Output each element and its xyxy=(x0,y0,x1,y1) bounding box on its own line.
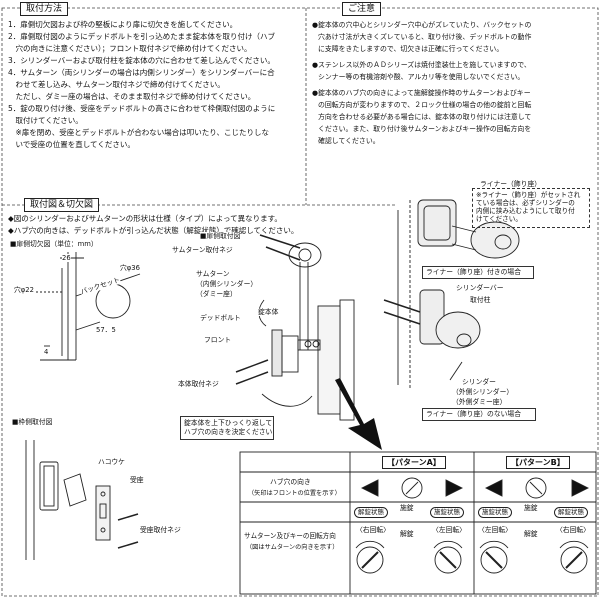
deadbolt-label: デッドボルト xyxy=(200,314,241,322)
outer-cyl-label: （外側シリンダー） xyxy=(452,388,514,396)
pattern-b-title: 【パターンB】 xyxy=(506,456,570,469)
install-step: 2．扉側取付図のようにデッドボルトを引っ込めたまま錠本体を取り付け（ハブ xyxy=(8,32,276,41)
caution-title: ご注意 xyxy=(342,2,382,16)
dim-57-5: 57．5 xyxy=(96,326,116,334)
hakoukuke-label: ハコウケ xyxy=(98,458,125,466)
liner-note-box xyxy=(472,188,590,228)
pattern-a-unlocked-tag: 解錠状態 xyxy=(354,507,388,518)
pattern-b-locked-tag: 施錠状態 xyxy=(478,507,512,518)
install-step: わせて差し込み、サムターン取付ネジで締め付けてください。 xyxy=(8,80,225,89)
strike-label: 受座 xyxy=(130,476,144,484)
caution-line: に支障をきたしますので、切欠きは正確に行ってください。 xyxy=(318,45,504,53)
cyl-bar-label: シリンダーバー xyxy=(456,284,504,292)
pattern-a-title: 【パターンA】 xyxy=(382,456,446,469)
caution-line: シンナー等の有機溶剤や酸、アルカリ等を使用しないでください。 xyxy=(318,73,525,81)
flip-note-line: 錠本体を上下ひっくり返して xyxy=(184,419,273,427)
install-step: 1．扉側切欠図および枠の堅板により扉に切欠きを施してください。 xyxy=(8,20,238,29)
install-step: 4．サムターン（両シリンダーの場合は内側シリンダー）をシリンダーバーに合 xyxy=(8,68,275,77)
lock-body-label: 錠本体 xyxy=(258,308,279,316)
pattern-b-right-turn: 〈右回転〉 xyxy=(556,526,590,534)
dim-26: 26 xyxy=(62,254,71,262)
liner-note-line: ている場合は、必ずシリンダーの xyxy=(476,199,575,207)
strike-screw-label: 受座取付ネジ xyxy=(140,526,181,534)
hub-dir-label: ハブ穴の向き xyxy=(270,478,311,486)
install-step: 取付けてください。 xyxy=(8,116,83,125)
front-label: フロント xyxy=(204,336,232,344)
post-label: 取付柱 xyxy=(470,296,491,304)
install-step: 5．錠の取り付け後、受座をデッドボルトの高さに合わせて枠側取付図のように xyxy=(8,104,276,113)
cutout-title: 取付図＆切欠図 xyxy=(24,198,100,212)
caution-line: ●錠本体のハブ穴の向きによって施解錠操作時のサムターンおよびキー xyxy=(312,89,531,97)
flip-note-line: ハブ穴の向きを決定ください xyxy=(184,428,273,436)
door-install-title: ■扉側取付図 xyxy=(200,232,241,240)
liner-note-line: けてください。 xyxy=(476,215,522,223)
door-cut-title: ■扉側切欠図（単位：mm） xyxy=(10,240,98,248)
with-liner-box xyxy=(422,266,534,279)
caution-line: ください。また、取り付け後サムターンおよびキー操作の回転方向を xyxy=(318,125,532,133)
rotation-title: サムターン及びキーの回転方向 xyxy=(244,532,336,540)
caution-line: ●錠本体の穴中心とシリンダー穴中心がズレていたり、バックセットの xyxy=(312,21,532,29)
without-liner-label: ライナー（飾り座）のない場合 xyxy=(426,410,522,418)
pattern-table xyxy=(239,451,597,595)
dim-hole22: 穴φ22 xyxy=(14,286,34,294)
pattern-a-lock-label: 施錠 xyxy=(400,504,414,512)
pattern-b-left-turn: 〈左回転〉 xyxy=(478,526,512,534)
caution-line: ●ステンレス以外のＡＤシリーズは焼付塗装仕上を施していますので、 xyxy=(312,61,531,69)
dummy-label: （ダミー座） xyxy=(196,290,237,298)
thumb-screw-label: サムターン取付ネジ xyxy=(172,246,233,254)
dim-4: 4 xyxy=(44,348,49,356)
hub-note-label: （矢印はフロントの位置を示す） xyxy=(248,490,341,498)
caution-line: の回転方向が変わりますので、２ロック仕様の場合の他の錠前と回転 xyxy=(318,101,532,109)
pattern-b-unlock-label: 解錠 xyxy=(524,530,538,538)
liner-note-line: 内側に挟み込むようにして取り付 xyxy=(476,207,575,215)
caution-line: 方向を合わせる必要がある場合には、錠本体の取り付けには注意して xyxy=(318,113,532,121)
dim-hole36: 穴φ36 xyxy=(120,264,140,272)
pattern-b-unlocked-tag: 解錠状態 xyxy=(554,507,588,518)
liner-drawing xyxy=(383,199,520,390)
pattern-a-right-turn: 〈右回転〉 xyxy=(356,526,390,534)
install-step: ただし、ダミー座の場合は、そのまま取付ネジで締め付けてください。 xyxy=(8,92,256,101)
liner-tag: ライナー（飾り座） xyxy=(480,180,542,188)
pattern-b-lock-label: 施錠 xyxy=(524,504,538,512)
liner-note-line: ※ライナー（飾り座）がセットされ xyxy=(476,191,581,199)
cutout-note: ◆ハブ穴の向きは、デッドボルトが引っ込んだ状態（解錠状態）で確認してください。 xyxy=(8,226,299,235)
pattern-a-locked-tag: 施錠状態 xyxy=(430,507,464,518)
rotation-note: （図はサムターンの向きを示す） xyxy=(246,544,339,552)
install-title: 取付方法 xyxy=(20,2,69,16)
flip-note-box xyxy=(180,416,274,440)
pattern-a-left-turn: 〈左回転〉 xyxy=(432,526,466,534)
arrow-icon xyxy=(335,378,382,450)
caution-line: 確認してください。 xyxy=(318,137,380,145)
with-liner-label: ライナー（飾り座）付きの場合 xyxy=(426,268,522,276)
caution-line: 穴あけ寸法が大きくズレていると、取り付け後、デッドボルトの動作 xyxy=(318,33,532,41)
door-install-drawing xyxy=(235,234,355,421)
cylinder-label: シリンダー xyxy=(462,378,496,386)
thumbturn-label: サムターン xyxy=(196,270,230,278)
inner-cyl-label: （内側シリンダー） xyxy=(196,280,258,288)
install-step: 穴の向きに注意ください）；フロント取付ネジで締め付けてください。 xyxy=(8,44,252,53)
install-step: いで受座の位置を直してください。 xyxy=(8,140,135,149)
frame-install-drawing xyxy=(25,440,139,560)
pattern-a-unlock-label: 解錠 xyxy=(400,530,414,538)
frame-install-title: ■枠側取付図 xyxy=(12,418,53,426)
outer-dummy-label: （外側ダミー座） xyxy=(452,398,507,406)
install-step: ※扉を閉め、受座とデッドボルトが合わない場合は叩いたり、こじたりしな xyxy=(8,128,269,137)
body-screw-label: 本体取付ネジ xyxy=(178,380,219,388)
cutout-note: ◆図のシリンダーおよびサムターンの形状は仕様（タイプ）によって異なります。 xyxy=(8,214,282,223)
without-liner-box xyxy=(422,408,536,421)
install-step: 3．シリンダーバーおよび取付柱を錠本体の穴に合わせて差し込んでください。 xyxy=(8,56,275,65)
